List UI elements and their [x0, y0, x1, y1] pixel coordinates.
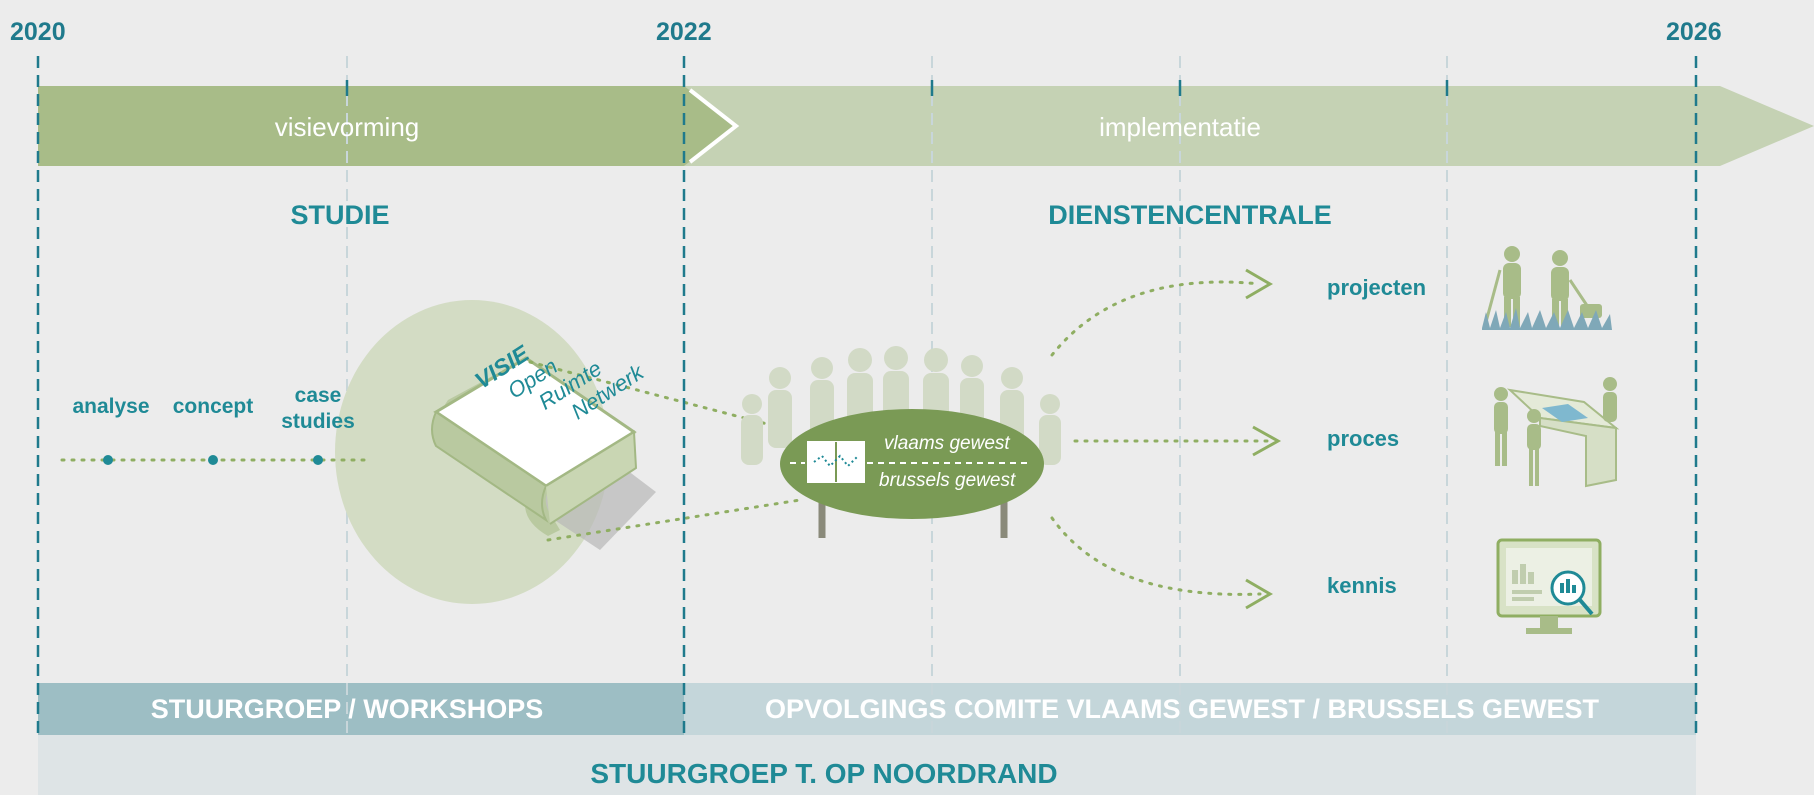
output-label-projects: projecten: [1327, 275, 1427, 300]
band-label-left: STUURGROEP / WORKSHOPS: [150, 694, 544, 724]
open-book-icon: [431, 356, 656, 550]
phase-arrow-implementation: [684, 86, 1814, 166]
band-label-right: OPVOLGINGS COMITE VLAAMS GEWEST / BRUSSE…: [764, 694, 1600, 724]
section-title-service-center: DIENSTENCENTRALE: [1048, 200, 1332, 230]
band-left: [38, 683, 684, 735]
step-label-case-studies: case studies: [281, 384, 355, 433]
arrow-icon: [1245, 268, 1282, 610]
band-right: [684, 683, 1696, 735]
year-label-start: 2020: [10, 18, 66, 46]
tick-marks: [345, 80, 1449, 96]
band-label-bottom: STUURGROEP T. OP NOORDRAND: [590, 758, 1058, 789]
output-label-knowledge: kennis: [1327, 573, 1397, 598]
year-label-end: 2026: [1666, 18, 1722, 46]
phase-arrow-vision: [38, 86, 736, 166]
section-title-study: STUDIE: [290, 200, 390, 230]
year-label-mid: 2022: [656, 18, 712, 46]
connector-lines: [60, 280, 1272, 596]
step-label-concept: concept: [172, 395, 254, 418]
table-label-top: vlaams gewest: [884, 433, 1010, 454]
meeting-table: [780, 409, 1044, 538]
presentation-icon: [1494, 377, 1620, 488]
output-label-process: proces: [1327, 426, 1400, 451]
monitor-analytics-icon: [1496, 538, 1602, 634]
band-bottom: [38, 735, 1696, 795]
table-label-bottom: brussels gewest: [879, 470, 1016, 491]
phase-label-vision: visievorming: [274, 112, 420, 142]
phase-label-implementation: implementatie: [1099, 112, 1261, 142]
gardeners-icon: [1482, 246, 1612, 330]
timeline-dots: [103, 455, 323, 465]
step-label-analyse: analyse: [72, 395, 150, 418]
chevron-down-icon: [688, 88, 740, 164]
